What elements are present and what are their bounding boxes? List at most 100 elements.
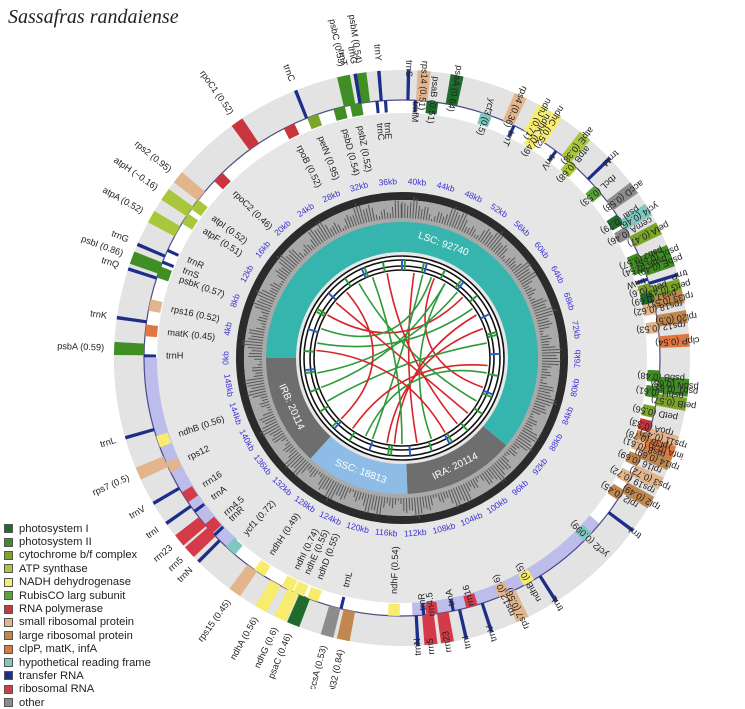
legend-item: ribosomal RNA — [4, 683, 151, 696]
gc-bar — [540, 331, 544, 332]
gc-bar — [393, 207, 394, 218]
repeat-mark — [391, 445, 392, 455]
legend-swatch — [4, 671, 13, 680]
gc-bar — [379, 216, 380, 220]
repeat-mark — [409, 446, 410, 456]
legend-label: ribosomal RNA — [19, 683, 94, 695]
kb-tick-label: 0kb — [220, 351, 230, 365]
legend-swatch — [4, 645, 13, 654]
legend-label: hypothetical reading frame — [19, 657, 151, 669]
legend-item: other — [4, 696, 151, 709]
legend-swatch — [4, 564, 13, 573]
gene-block — [144, 354, 156, 357]
kb-tick-label: 76kb — [572, 349, 582, 368]
gene-block — [145, 324, 158, 337]
legend-item: photosystem II — [4, 535, 151, 548]
gene-label: trnQ — [100, 255, 120, 270]
gene-label: rps7 (0.5) — [91, 473, 131, 498]
gene-block — [167, 249, 179, 257]
legend-label: cytochrome b/f complex — [19, 549, 137, 561]
legend-swatch — [4, 578, 13, 587]
legend-label: small ribosomal protein — [19, 616, 134, 628]
legend-swatch — [4, 591, 13, 600]
gc-bar — [392, 498, 393, 509]
legend-item: NADH dehydrogenase — [4, 576, 151, 589]
gc-bar — [542, 367, 552, 368]
legend-label: RNA polymerase — [19, 603, 103, 615]
gene-label: trnL — [99, 435, 117, 449]
repeat-mark — [304, 351, 314, 352]
legend-swatch — [4, 631, 13, 640]
gc-bar — [262, 327, 265, 328]
gene-label: trnH — [166, 350, 183, 360]
legend-swatch — [4, 685, 13, 694]
repeat-mark — [305, 369, 315, 370]
gc-bar — [252, 367, 262, 368]
legend-swatch — [4, 698, 13, 707]
legend-item: small ribosomal protein — [4, 616, 151, 629]
gene-label: trnR — [416, 592, 427, 611]
gene-block — [384, 100, 388, 112]
legend-item: cytochrome b/f complex — [4, 549, 151, 562]
legend-label: large ribosomal protein — [19, 630, 133, 642]
gene-block — [388, 604, 400, 616]
gc-bar — [387, 497, 388, 503]
gc-bar — [252, 351, 263, 352]
gene-label: rps15 (0.45) — [196, 597, 233, 643]
gc-bar — [540, 334, 543, 335]
gc-bar — [542, 352, 561, 353]
gene-label: trnG — [110, 228, 130, 244]
gc-bar — [390, 498, 391, 506]
legend-label: RubisCO larg subunit — [19, 590, 125, 602]
gene-label: ccsA (0.53) — [307, 644, 329, 689]
gene-label: rpl32 (0.84) — [326, 649, 345, 689]
gc-bar — [541, 344, 549, 345]
gene-block — [148, 299, 162, 313]
gene-label: trnV — [127, 503, 147, 521]
kb-tick-label: 40kb — [407, 176, 426, 188]
gc-bar — [387, 212, 388, 218]
legend-swatch — [4, 551, 13, 560]
gene-label: ndhF (0.54) — [389, 546, 400, 594]
legend-label: other — [19, 697, 45, 709]
kb-tick-label: 36kb — [378, 176, 397, 187]
repeat-mark — [388, 445, 389, 455]
legend-label: ATP synthase — [19, 563, 88, 575]
kb-tick-label: 112kb — [404, 527, 427, 539]
legend-item: photosystem I — [4, 522, 151, 535]
legend-label: NADH dehydrogenase — [19, 576, 131, 588]
gene-label: trnY — [372, 44, 383, 62]
category-legend: photosystem I photosystem II cytochrome … — [4, 522, 151, 709]
legend-item: transfer RNA — [4, 669, 151, 682]
gene-label: psbC (0.53) — [327, 18, 347, 67]
gene-label: ndhA (0.56) — [228, 615, 260, 661]
gene-label: trnC — [281, 63, 297, 83]
gene-label: trnK — [90, 308, 109, 320]
gene-label: psbA (0.59) — [57, 341, 104, 353]
gc-bar — [409, 498, 410, 510]
legend-item: large ribosomal protein — [4, 629, 151, 642]
gene-label: trnE — [382, 122, 393, 139]
legend-item: ATP synthase — [4, 562, 151, 575]
gene-block — [350, 103, 363, 117]
gene-label: trnN — [412, 638, 423, 656]
gene-block — [114, 342, 144, 355]
gene-label: atpA (0.52) — [101, 185, 145, 216]
legend-swatch — [4, 658, 13, 667]
gene-label: trnS — [404, 60, 414, 77]
gene-block — [375, 101, 379, 113]
legend-swatch — [4, 605, 13, 614]
legend-swatch — [4, 618, 13, 627]
gene-block — [162, 261, 174, 268]
gene-block — [339, 597, 345, 609]
legend-label: photosystem II — [19, 536, 92, 548]
legend-label: clpP, matK, infA — [19, 643, 97, 655]
kb-tick-label: 116kb — [375, 527, 399, 539]
legend-item: RubisCO larg subunit — [4, 589, 151, 602]
legend-item: clpP, matK, infA — [4, 643, 151, 656]
legend-label: photosystem I — [19, 523, 89, 535]
legend-swatch — [4, 538, 13, 547]
legend-item: hypothetical reading frame — [4, 656, 151, 669]
gene-label: rrn5 — [425, 638, 437, 655]
gene-label: rpoC1 (0.52) — [198, 68, 236, 116]
